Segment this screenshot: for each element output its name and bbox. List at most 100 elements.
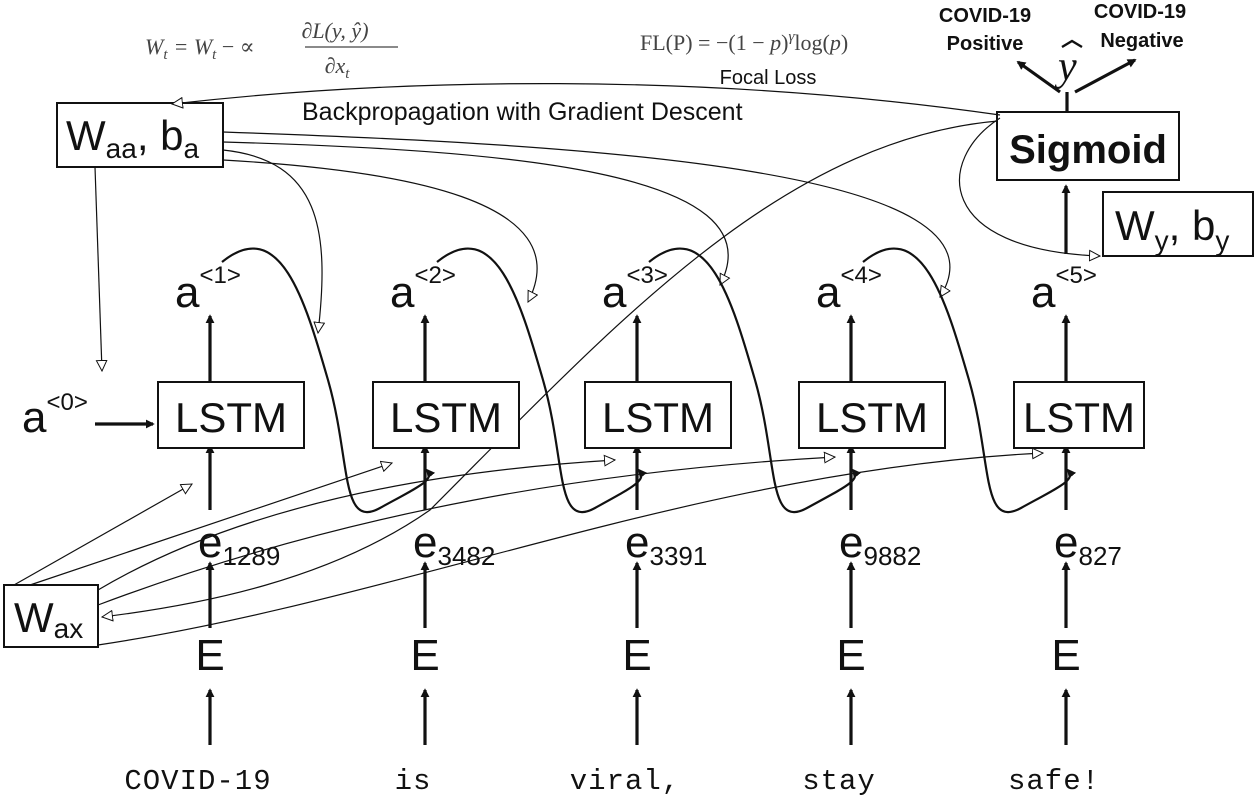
focal-loss-formula: FL(P) = −(1 − p)γlog(p) (640, 29, 848, 55)
embedding-sub: 3391 (649, 541, 707, 571)
embedding-sub: 1289 (222, 541, 280, 571)
wax-to-cell-5-arrow (97, 453, 1043, 646)
backprop-arrow (172, 82, 1001, 116)
wax-to-cell-3-arrow (97, 460, 615, 591)
activation-sup: <1> (199, 262, 240, 289)
lstm-cell-label: LSTM (390, 394, 502, 441)
input-word: COVID-19 (124, 765, 271, 798)
activation-base: a (816, 268, 841, 317)
formula-lhs-sub: t (163, 47, 168, 63)
recurrent-connection-arrow (436, 247, 648, 514)
activation-sup: <4> (840, 262, 881, 289)
waa-tail-sub: a (184, 133, 200, 164)
focal-prefix: FL(P) = −(1 − (640, 30, 770, 55)
embedding-layer-label: E (195, 631, 224, 680)
a0-base: a (22, 393, 47, 442)
wy-tail-sub: y (1215, 225, 1229, 256)
embedding-sub: 827 (1078, 541, 1121, 571)
activation-base: a (175, 268, 200, 317)
lstm-cell-box (157, 381, 305, 449)
activation-base: a (602, 268, 627, 317)
focal-p1: p (768, 30, 781, 55)
embedding-base: e (413, 518, 437, 567)
svg-text:Wy, by: Wy, by (1115, 202, 1229, 256)
recurrent-connection-arrow (862, 247, 1077, 514)
embedding-base: e (625, 518, 649, 567)
focal-end: ) (841, 30, 848, 55)
arrow-to-positive (1016, 60, 1061, 94)
wax-sub: ax (54, 613, 84, 644)
waa-to-a0-arrow (94, 166, 102, 371)
wax-base: W (14, 594, 54, 641)
waa-sub: aa (106, 133, 138, 164)
activation-sup: <3> (626, 262, 667, 289)
input-word: viral, (570, 765, 680, 798)
embedding-vector-label: e1289 (198, 518, 280, 571)
wy-by-box: Wy, by (1102, 191, 1254, 257)
time-step-columns: COVID-19Ee1289LSTMa<1>isEe3482LSTMa<2>vi… (124, 184, 1145, 798)
formula-lhs: W (145, 34, 165, 59)
svg-text:a<0>: a<0> (22, 389, 88, 442)
sigmoid-label: Sigmoid (1009, 128, 1167, 172)
activation-base: a (1031, 268, 1056, 317)
embedding-sub: 9882 (863, 541, 921, 571)
svg-text:Waa, ba: Waa, ba (66, 112, 200, 164)
focal-loss-label: Focal Loss (720, 67, 817, 89)
activation-label: a<3> (602, 262, 668, 317)
activation-sup: <2> (414, 262, 455, 289)
waa-to-cell-2-arrow (222, 149, 322, 333)
lstm-cell-label: LSTM (816, 394, 928, 441)
embedding-vector-label: e827 (1054, 518, 1122, 571)
embedding-vector-label: e3391 (625, 518, 707, 571)
sigmoid-to-wax-arrow (102, 120, 999, 617)
wax-to-cell-1-arrow (13, 484, 192, 586)
svg-text:Wt= Wt − ∝: Wt= Wt − ∝ (145, 34, 255, 63)
input-word: is (395, 765, 432, 798)
svg-text:FL(P) = −(1 − p)γlog(p): FL(P) = −(1 − p)γlog(p) (640, 29, 848, 55)
a0-sup: <0> (46, 389, 87, 416)
waa-base: W (66, 112, 106, 159)
waa-to-cell-5-arrow (222, 131, 950, 297)
gradient-update-formula: Wt= Wt − ∝ ∂L(y, ŷ) ∂xt (145, 18, 398, 82)
y-hat-output: y (1054, 39, 1083, 90)
lstm-cell-box (1013, 381, 1145, 449)
embedding-layer-label: E (836, 631, 865, 680)
focal-gamma: γ (788, 29, 795, 45)
focal-p2: p (828, 30, 841, 55)
wax-to-cell-2-arrow (29, 463, 392, 586)
lstm-cell-box (372, 381, 520, 449)
waa-ba-box: Waa, ba (56, 102, 224, 168)
lstm-cell-label: LSTM (1023, 394, 1135, 441)
wax-box: Wax (3, 584, 99, 648)
focal-mid: ) (781, 30, 788, 55)
activation-label: a<1> (175, 262, 241, 317)
positive-label-line1: COVID-19 (939, 5, 1031, 27)
svg-text:Wax: Wax (14, 594, 83, 644)
waa-to-cell-4-arrow (222, 141, 728, 285)
embedding-layer-label: E (410, 631, 439, 680)
backprop-label: Backpropagation with Gradient Descent (302, 98, 743, 126)
formula-rhs: = W (174, 34, 214, 59)
y-hat-caret (1061, 39, 1083, 49)
activation-label: a<5> (1031, 262, 1097, 317)
activation-base: a (390, 268, 415, 317)
formula-numerator: ∂L(y, ŷ) (301, 18, 368, 43)
activation-sup: <5> (1055, 262, 1096, 289)
negative-label-line2: Negative (1100, 30, 1183, 52)
activation-label: a<2> (390, 262, 456, 317)
sigmoid-loop-to-wy (959, 117, 1100, 256)
waa-tail: , b (137, 112, 184, 159)
formula-rhs-sub: t (212, 47, 217, 63)
wy-tail: , b (1169, 202, 1216, 249)
recurrent-connection-arrow (221, 247, 436, 514)
lstm-cell-label: LSTM (602, 394, 714, 441)
sigmoid-box: Sigmoid (996, 111, 1180, 181)
input-word: safe! (1008, 765, 1100, 798)
lstm-cell-box (584, 381, 732, 449)
activation-label: a<4> (816, 262, 882, 317)
